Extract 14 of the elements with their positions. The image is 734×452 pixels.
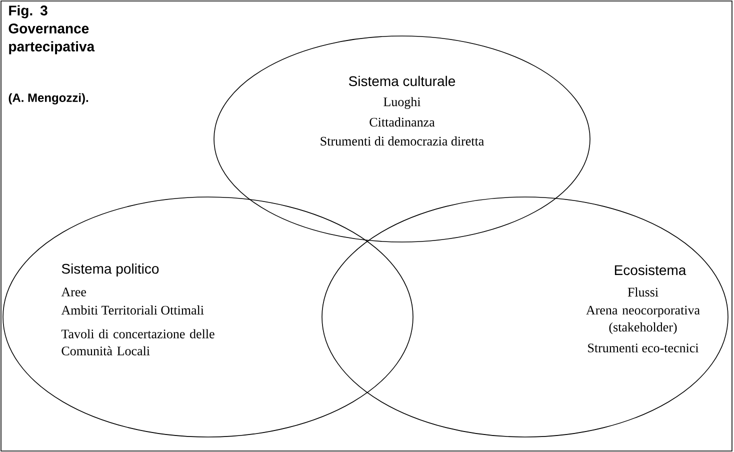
list-item: Luoghi bbox=[384, 97, 421, 109]
author-note: (A. Mengozzi). bbox=[8, 93, 88, 104]
list-item: Arena neocorporativa (stakeholder) bbox=[586, 306, 700, 334]
list-item: Cittadinanza bbox=[370, 117, 435, 127]
figure-title: Fig. 3 Governance partecipativa bbox=[8, 5, 95, 54]
list-item: Strumenti di democrazia diretta bbox=[320, 136, 484, 146]
circle-heading: Sistema politico bbox=[62, 263, 159, 277]
list-item: Tavoli di concertazione delle Comunità Locali bbox=[61, 329, 214, 356]
list-item: Aree bbox=[61, 288, 86, 296]
circle-heading: Ecosistema bbox=[614, 264, 686, 276]
list-item: Strumenti eco-tecnici bbox=[588, 344, 699, 352]
list-item: Ambiti Territoriali Ottimali bbox=[61, 305, 204, 315]
circle-heading: Sistema culturale bbox=[348, 76, 456, 86]
list-item: Flussi bbox=[628, 287, 658, 297]
